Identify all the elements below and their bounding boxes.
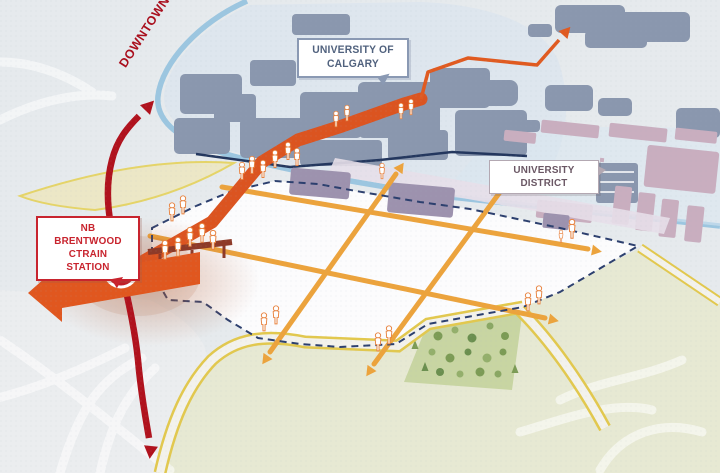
label-nb-brentwood-ctrain-station: NB BRENTWOOD CTRAIN STATION bbox=[36, 216, 140, 281]
uofc-label-line2: CALGARY bbox=[326, 57, 380, 70]
label-university-of-calgary: UNIVERSITY OF CALGARY bbox=[297, 38, 409, 78]
station-label-line2: CTRAIN STATION bbox=[66, 248, 110, 274]
district-label-text: UNIVERSITY DISTRICT bbox=[513, 164, 575, 190]
station-label-line1: NB BRENTWOOD bbox=[54, 222, 122, 248]
uofc-label-line1: UNIVERSITY OF bbox=[312, 44, 394, 56]
label-university-district: UNIVERSITY DISTRICT bbox=[489, 160, 606, 195]
